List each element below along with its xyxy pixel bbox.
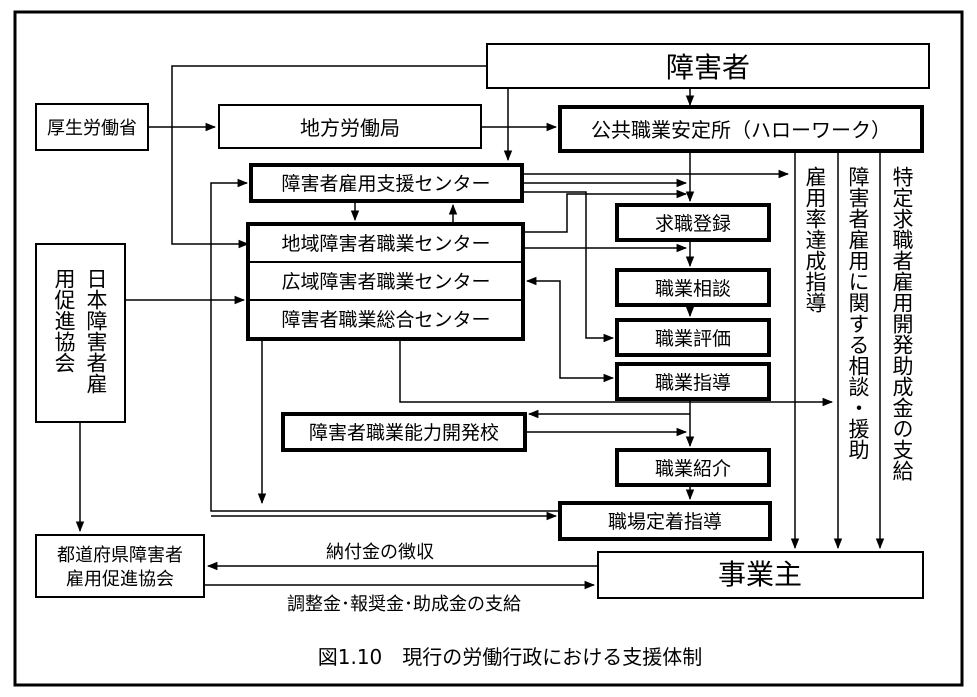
box-hello-work	[558, 105, 924, 153]
edge-support-to-evaluation	[523, 191, 615, 343]
box-job-introduction	[615, 448, 771, 487]
label-wide-vocational-center: 広域障害者職業センター	[281, 271, 490, 293]
box-disabled-persons	[486, 43, 930, 89]
box-vocational-centers	[246, 222, 525, 341]
label-job-registration: 求職登録	[655, 213, 731, 235]
label-regional-bureau: 地方労働局	[300, 116, 400, 140]
box-workplace-settlement	[558, 501, 772, 541]
label-vocational-school: 障害者職業能力開発校	[309, 422, 499, 444]
box-employment-support-center	[249, 163, 524, 203]
box-job-guidance	[615, 362, 771, 401]
label-hello-work: 公共職業安定所（ハローワーク）	[591, 118, 891, 142]
box-job-evaluation	[615, 318, 771, 357]
label-jeed-col2: 用促進協会	[52, 268, 76, 373]
edge-wide-to-guidance	[525, 276, 615, 383]
label-grants: 調整金･報奨金･助成金の支給	[287, 594, 521, 615]
label-general-vocational-center: 障害者職業総合センター	[281, 309, 490, 331]
edge-local-to-hw	[523, 189, 688, 233]
box-jeed	[35, 243, 126, 423]
label-subsidy: 特定求職者雇用開発助成金の支給	[890, 166, 914, 481]
box-prefecture-assoc	[35, 534, 205, 598]
box-vocational-school	[281, 412, 527, 452]
edge-settlement-to-support	[210, 178, 560, 512]
label-employment-rate: 雇用率達成指導	[803, 166, 827, 313]
label-job-consultation: 職業相談	[655, 278, 731, 300]
box-job-registration	[615, 203, 771, 242]
label-mhlw: 厚生労働省	[47, 118, 137, 139]
label-jeed-col1: 日本障害者雇	[84, 268, 108, 394]
box-job-consultation	[615, 268, 771, 307]
box-mhlw	[35, 103, 149, 151]
label-consult-support: 障害者雇用に関する相談・援助	[846, 166, 870, 460]
edge-general-to-consult	[399, 339, 834, 407]
label-job-introduction: 職業紹介	[655, 458, 731, 480]
caption: 図1.10 現行の労働行政における支援体制	[318, 645, 703, 669]
label-prefecture-assoc-1: 都道府県障害者	[57, 545, 183, 566]
box-employer	[597, 551, 924, 599]
outer-frame	[13, 10, 964, 687]
label-prefecture-assoc-2: 雇用促進協会	[66, 569, 174, 590]
label-employment-support-center: 障害者雇用支援センター	[281, 173, 490, 195]
label-levy: 納付金の徴収	[326, 542, 434, 563]
label-workplace-settlement: 職場定着指導	[608, 511, 722, 533]
label-job-evaluation: 職業評価	[655, 328, 731, 350]
label-local-vocational-center: 地域障害者職業センター	[281, 233, 490, 255]
label-job-guidance: 職業指導	[655, 372, 731, 394]
label-disabled-persons: 障害者	[666, 51, 750, 84]
edge-disabled-to-centers	[171, 65, 487, 249]
label-employer: 事業主	[718, 558, 802, 591]
